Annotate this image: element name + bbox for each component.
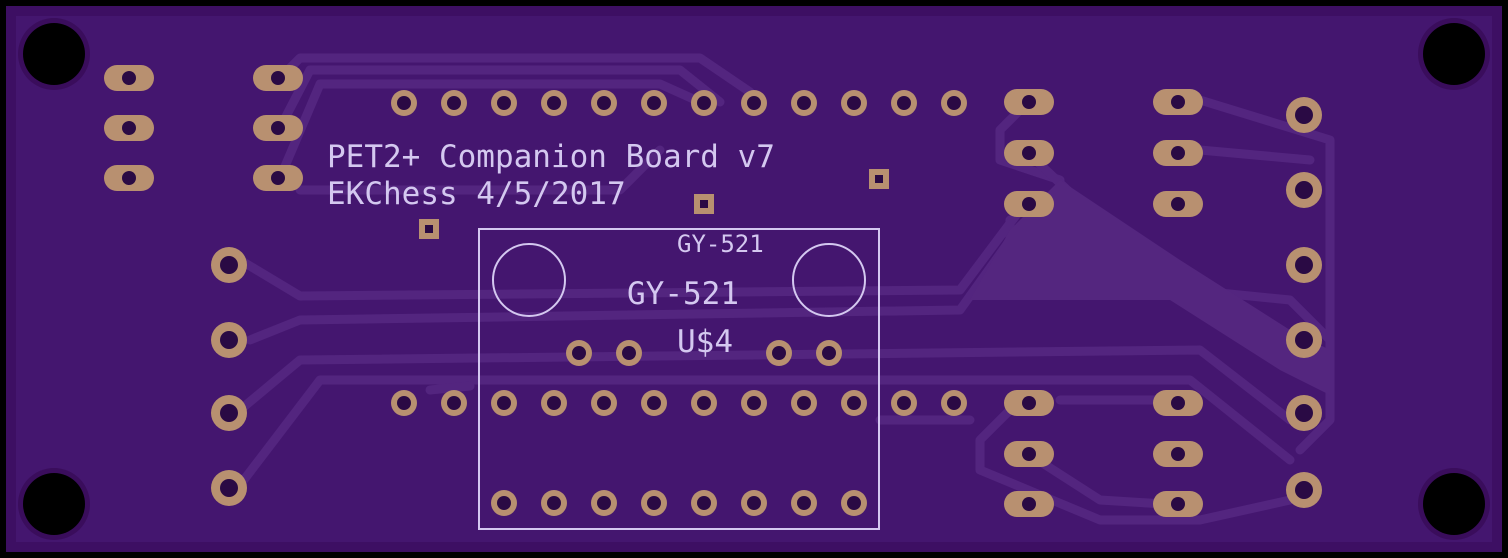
round-pad: [741, 390, 767, 416]
round-pad: [741, 90, 767, 116]
oval-pad: [1153, 89, 1203, 115]
oval-pads: [104, 65, 1203, 517]
board-title-line2: EKChess 4/5/2017: [327, 176, 626, 212]
round-pad: [891, 90, 917, 116]
round-pad: [441, 390, 467, 416]
round-pad: [691, 90, 717, 116]
round-pad: [441, 90, 467, 116]
round-pad: [766, 340, 792, 366]
round-pad: [791, 490, 817, 516]
module-ref-label: U$4: [677, 324, 733, 360]
round-pad: [691, 390, 717, 416]
round-pad: [941, 90, 967, 116]
oval-pad: [1004, 441, 1054, 467]
round-pad: [941, 390, 967, 416]
oval-pad: [253, 115, 303, 141]
round-pad: [211, 470, 247, 506]
round-pad: [491, 490, 517, 516]
round-pad: [566, 340, 592, 366]
round-pad: [841, 490, 867, 516]
board-title-line1: PET2+ Companion Board v7: [327, 139, 775, 175]
round-pad: [891, 390, 917, 416]
round-pad: [816, 340, 842, 366]
round-pad: [541, 90, 567, 116]
gy521-module: [478, 228, 880, 530]
round-pad: [591, 90, 617, 116]
round-pad: [1286, 322, 1322, 358]
round-pad: [1286, 395, 1322, 431]
round-pad: [211, 395, 247, 431]
oval-pad: [253, 165, 303, 191]
oval-pad: [1153, 191, 1203, 217]
round-pad: [541, 490, 567, 516]
oval-pad: [1004, 140, 1054, 166]
round-pad: [211, 322, 247, 358]
round-pad: [1286, 172, 1322, 208]
oval-pad: [1153, 441, 1203, 467]
oval-pad: [1004, 191, 1054, 217]
oval-pad: [1004, 390, 1054, 416]
module-outline: [478, 228, 880, 530]
oval-pad: [253, 65, 303, 91]
round-pad: [211, 247, 247, 283]
round-pad: [491, 390, 517, 416]
round-pad: [691, 490, 717, 516]
vias: [419, 169, 889, 239]
oval-pad: [1004, 491, 1054, 517]
round-pad: [541, 390, 567, 416]
round-pad: [791, 90, 817, 116]
oval-pad: [1153, 140, 1203, 166]
round-pad: [841, 90, 867, 116]
oval-pad: [104, 65, 154, 91]
copper-fill-area: [970, 180, 1330, 395]
round-pad: [1286, 97, 1322, 133]
module-label-top: GY-521: [677, 230, 764, 258]
round-pad: [1286, 247, 1322, 283]
module-hole-left: [492, 243, 566, 317]
oval-pad: [1004, 89, 1054, 115]
round-pad: [591, 490, 617, 516]
round-pad: [741, 490, 767, 516]
oval-pad: [1153, 491, 1203, 517]
round-pad: [1286, 472, 1322, 508]
mounting-holes: [18, 18, 1490, 540]
module-label-mid: GY-521: [627, 276, 739, 312]
round-pad: [616, 340, 642, 366]
round-pad: [791, 390, 817, 416]
round-pad: [591, 390, 617, 416]
oval-pad: [1153, 390, 1203, 416]
oval-pad: [104, 115, 154, 141]
round-pad: [641, 490, 667, 516]
round-pad: [491, 90, 517, 116]
round-pad: [641, 390, 667, 416]
round-pad: [841, 390, 867, 416]
round-pads: [211, 90, 1322, 516]
module-hole-right: [792, 243, 866, 317]
oval-pad: [104, 165, 154, 191]
round-pad: [391, 390, 417, 416]
round-pad: [641, 90, 667, 116]
round-pad: [391, 90, 417, 116]
